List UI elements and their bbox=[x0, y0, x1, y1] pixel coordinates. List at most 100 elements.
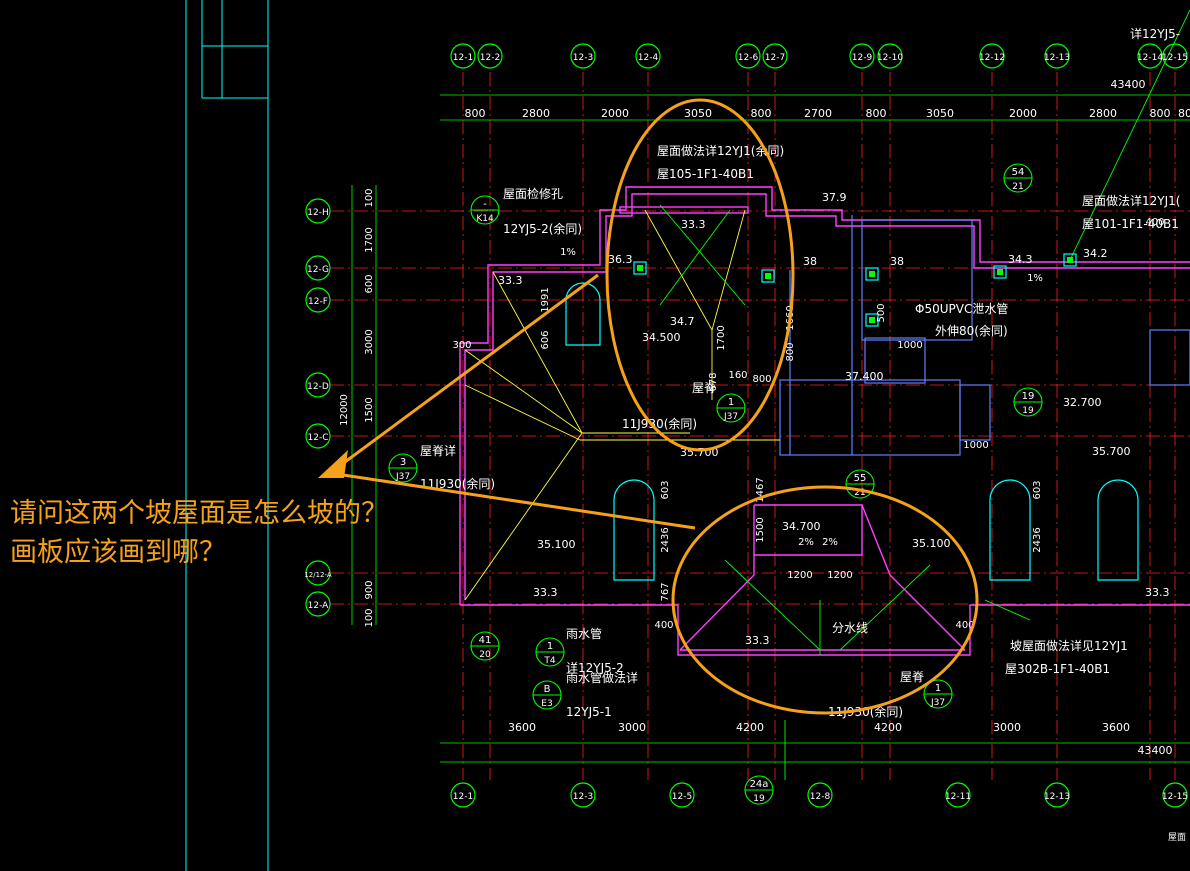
roof-hatch-detail: 12YJ5-2(余同) bbox=[503, 221, 582, 236]
roof-code-1: 屋105-1F1-40B1 bbox=[657, 167, 754, 181]
axis-bubble-left: 12-A bbox=[305, 591, 331, 617]
axis-label: 12-G bbox=[307, 265, 329, 275]
drain-square bbox=[761, 269, 775, 283]
dim-left: 3000 bbox=[364, 329, 375, 354]
detail-mark-top: 55 bbox=[854, 473, 867, 484]
drain-square bbox=[993, 265, 1007, 279]
ridge-1: 屋脊 bbox=[692, 381, 716, 395]
dim-misc: 2% bbox=[822, 537, 838, 548]
dim-misc: 300 bbox=[452, 340, 471, 351]
axis-label: 12-9 bbox=[852, 53, 873, 63]
axis-label: 12-12 bbox=[979, 53, 1005, 63]
axis-bubble-top: 12-1 bbox=[450, 43, 476, 69]
arrow-line-2 bbox=[329, 471, 696, 530]
elevation-text: 36.3 bbox=[608, 253, 633, 266]
axis-bubble-top: 12-12 bbox=[979, 43, 1005, 69]
dim-misc: 767 bbox=[660, 582, 671, 601]
detail-mark-bottom: J37 bbox=[930, 698, 945, 708]
detail-mark-bottom: J37 bbox=[395, 472, 410, 482]
axis-bubble-left: 12-H bbox=[305, 198, 331, 224]
dim-top: 80 bbox=[1178, 107, 1190, 120]
rain-detail-2: 12YJ5-1 bbox=[566, 705, 612, 719]
axis-label: 12-A bbox=[308, 601, 330, 611]
elevation-text: 34.500 bbox=[642, 331, 681, 344]
dim-misc: 1% bbox=[560, 247, 576, 258]
question-line-1: 请问这两个坡屋面是怎么坡的？ bbox=[10, 498, 388, 529]
dim-misc: 1200 bbox=[787, 570, 812, 581]
detail-mark-top: 19 bbox=[1022, 391, 1035, 402]
elevation-text: 38 bbox=[803, 255, 817, 268]
axis-label: 12-3 bbox=[573, 53, 593, 63]
axis-bubble-left: 12-D bbox=[305, 372, 331, 398]
dim-left: 100 bbox=[364, 608, 375, 627]
highlight-ellipse-bottom bbox=[671, 485, 979, 715]
roof-code-2: 屋101-1F1-40B1 bbox=[1082, 217, 1179, 231]
ridge-2: 屋脊 bbox=[900, 670, 924, 684]
water-line: 分水线 bbox=[832, 621, 868, 635]
drain-core bbox=[637, 265, 643, 271]
axis-bubble-bottom: 12-3 bbox=[570, 782, 596, 808]
dim-misc: 500 bbox=[876, 303, 887, 322]
detail-mark-bottom: 19 bbox=[1022, 406, 1034, 416]
dim-misc: 1700 bbox=[716, 325, 727, 350]
elevation-text: 34.2 bbox=[1083, 247, 1108, 260]
dim-misc: 2436 bbox=[660, 527, 671, 552]
drain-pipe-2: 外伸80(余同) bbox=[935, 323, 1008, 338]
drain-pipe: Φ50UPVC泄水管 bbox=[915, 301, 1008, 316]
detail-mark-bottom: J37 bbox=[723, 412, 738, 422]
drain-core bbox=[869, 271, 875, 277]
detail-mark-top: 1 bbox=[728, 397, 734, 408]
axis-label: 12-F bbox=[308, 297, 328, 307]
dim-misc: 400 bbox=[1145, 217, 1164, 228]
dim-misc: 1467 bbox=[755, 477, 766, 502]
axis-label: 12-15 bbox=[1162, 792, 1188, 802]
highlight-ellipse-top bbox=[605, 98, 795, 452]
dim-misc: 2% bbox=[798, 537, 814, 548]
axis-label: 12-7 bbox=[765, 53, 785, 63]
detail-mark-top: B bbox=[544, 684, 551, 695]
axis-bubble-left: 12-C bbox=[305, 423, 331, 449]
axis-label: 12-2 bbox=[480, 53, 500, 63]
axis-label: 12-8 bbox=[810, 792, 831, 802]
detail-mark-top: 1 bbox=[547, 641, 553, 652]
elevation-text: 32.700 bbox=[1063, 396, 1102, 409]
axis-bubble-top: 12-14 bbox=[1137, 43, 1163, 69]
axis-bubble-top: 12-13 bbox=[1044, 43, 1070, 69]
detail-mark-bottom: 20 bbox=[479, 650, 491, 660]
roof-hatch: 屋面检修孔 bbox=[503, 186, 563, 201]
dim-bottom: 4200 bbox=[736, 721, 764, 734]
axis-bubble-bottom: 12-13 bbox=[1044, 782, 1070, 808]
axis-label: 12-6 bbox=[738, 53, 759, 63]
dim-top: 800 bbox=[866, 107, 887, 120]
detail-mark: 1T4 bbox=[535, 637, 565, 667]
axis-bubble-top: 12-2 bbox=[477, 43, 503, 69]
dim-misc: 800 bbox=[785, 342, 796, 361]
axis-label: 12-14 bbox=[1137, 53, 1163, 63]
axis-label: 12/12-A bbox=[304, 571, 332, 579]
dim-left: 1500 bbox=[364, 397, 375, 422]
dim-top-total: 43400 bbox=[1111, 78, 1146, 91]
dim-misc: 1000 bbox=[897, 340, 922, 351]
dim-misc: 400 bbox=[654, 620, 673, 631]
drain-core bbox=[1067, 257, 1073, 263]
drain-core bbox=[765, 273, 771, 279]
elevation-text: 33.3 bbox=[533, 586, 558, 599]
roof-drains bbox=[633, 253, 1077, 327]
axis-bubble-bottom: 12-5 bbox=[669, 782, 695, 808]
axis-label: 12-C bbox=[308, 433, 329, 443]
detail-mark-top: 1 bbox=[935, 683, 941, 694]
detail-mark-top: - bbox=[483, 199, 487, 210]
dim-misc: 678 bbox=[708, 372, 719, 391]
axis-bubble-top: 12-4 bbox=[635, 43, 661, 69]
bottom-right-note: 屋面 bbox=[1168, 832, 1186, 843]
axis-bubble-top: 12-10 bbox=[877, 43, 903, 69]
detail-mark-top: 54 bbox=[1012, 167, 1025, 178]
detail-mark: -K14 bbox=[470, 195, 500, 225]
dim-misc: 1200 bbox=[827, 570, 852, 581]
dim-top: 800 bbox=[751, 107, 772, 120]
drain-square bbox=[633, 261, 647, 275]
